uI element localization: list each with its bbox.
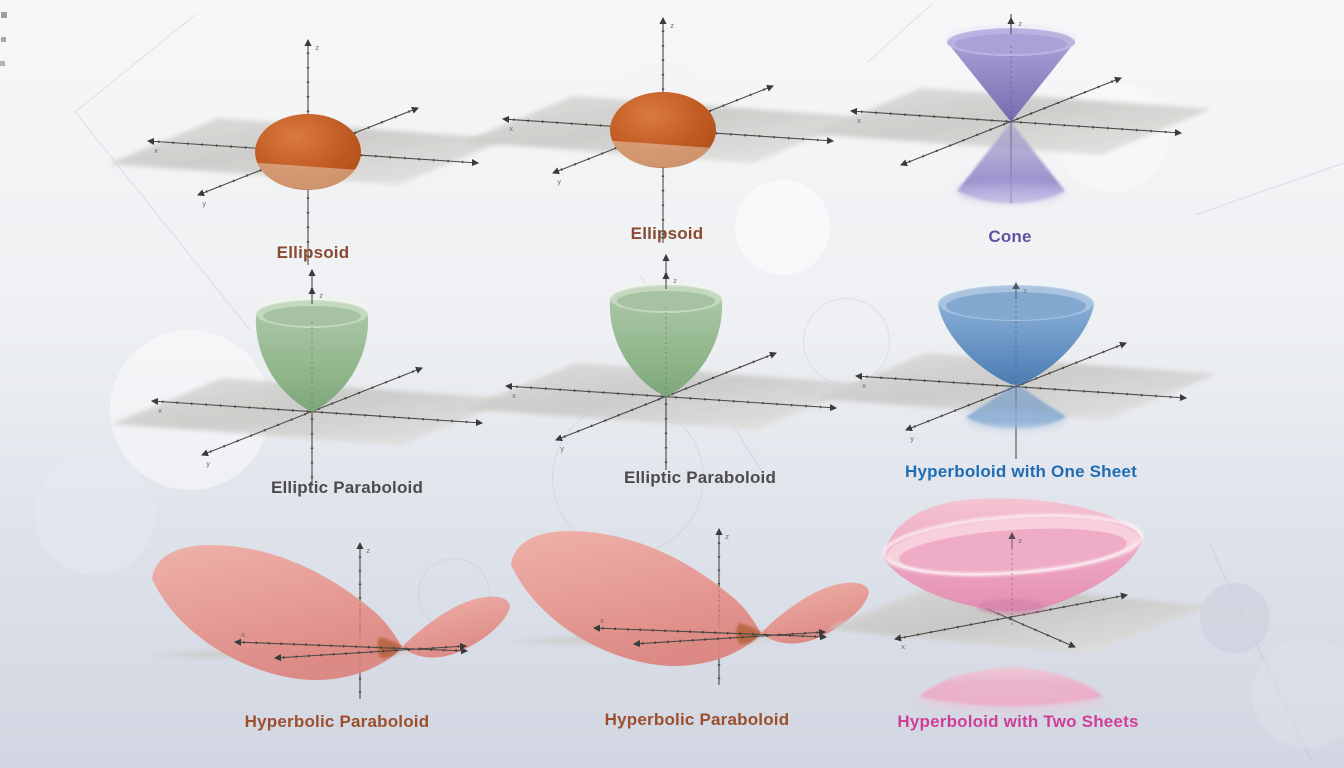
decor-line (867, 3, 933, 63)
figure-label-hyperbolic-paraboloid-2: Hyperbolic Paraboloid (604, 710, 790, 729)
figure-label-ellipsoid-2: Ellipsoid (630, 224, 704, 243)
figure-label-hyperboloid-two-sheets: Hyperboloid with Two Sheets (897, 712, 1139, 731)
decor-line (639, 274, 763, 473)
decor-line (1209, 544, 1313, 763)
figure-label-ellipsoid-1: Ellipsoid (276, 243, 350, 262)
figure-label-elliptic-paraboloid-1: Elliptic Paraboloid (270, 478, 424, 497)
figure-label-hyperbolic-paraboloid-1: Hyperbolic Paraboloid (244, 712, 430, 731)
figure-label-hyperboloid-one-sheet: Hyperboloid with One Sheet (905, 462, 1137, 481)
decor-line (74, 14, 251, 331)
figure-label-elliptic-paraboloid-2: Elliptic Paraboloid (623, 468, 777, 487)
figure-label-cone: Cone (988, 227, 1032, 246)
decor-line (1194, 162, 1344, 216)
